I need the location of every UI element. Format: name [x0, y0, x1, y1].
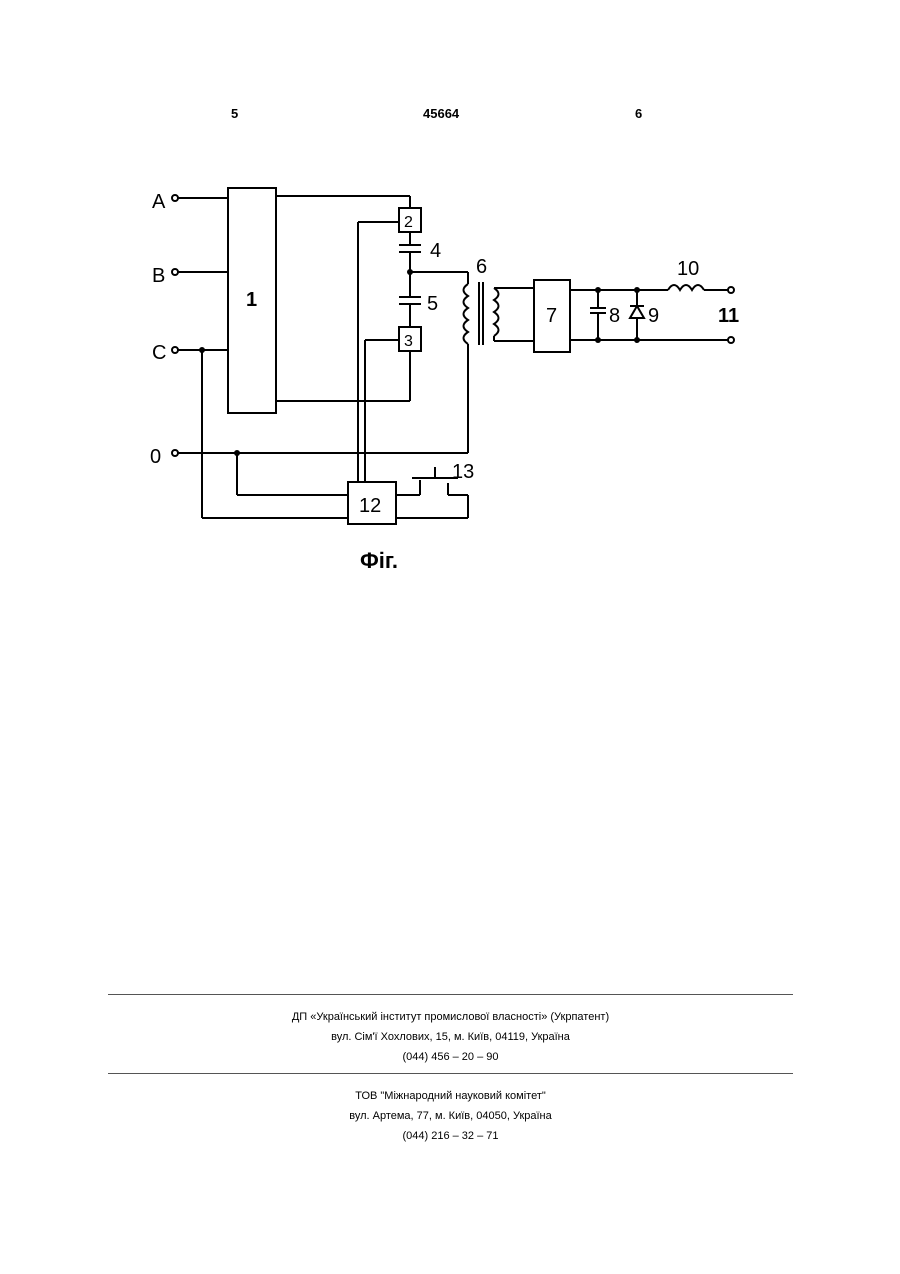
label-9: 9 [648, 305, 659, 327]
terminal-b-label: B [152, 265, 165, 287]
footer-org2: ТОВ "Міжнародний науковий комітет" вул. … [108, 1086, 793, 1146]
label-1: 1 [246, 289, 257, 311]
label-8: 8 [609, 305, 620, 327]
label-12: 12 [359, 495, 381, 517]
divider-top [108, 994, 793, 995]
divider-bottom [108, 1073, 793, 1074]
terminal-a-node [172, 195, 178, 201]
terminal-b-node [172, 269, 178, 275]
label-4: 4 [430, 240, 441, 262]
label-5: 5 [427, 293, 438, 315]
label-11: 11 [718, 305, 739, 327]
figure-caption: Фіг. [360, 548, 398, 574]
org1-name: ДП «Український інститут промислової вла… [108, 1007, 793, 1027]
org2-name: ТОВ "Міжнародний науковий комітет" [108, 1086, 793, 1106]
terminal-c-label: C [152, 342, 166, 364]
label-13: 13 [452, 461, 474, 483]
terminal-c-node [172, 347, 178, 353]
org2-phone: (044) 216 – 32 – 71 [108, 1126, 793, 1146]
circuit-diagram: A B C 0 1 2 3 4 5 6 7 8 9 10 11 12 13 [0, 0, 900, 600]
label-2: 2 [404, 214, 413, 231]
label-10: 10 [677, 258, 699, 280]
org1-phone: (044) 456 – 20 – 90 [108, 1047, 793, 1067]
label-7: 7 [546, 305, 557, 327]
footer-org1: ДП «Український інститут промислової вла… [108, 1007, 793, 1067]
terminal-zero-label: 0 [150, 446, 161, 468]
terminal-a-label: A [152, 191, 166, 213]
label-6: 6 [476, 256, 487, 278]
org1-address: вул. Сім'ї Хохлових, 15, м. Київ, 04119,… [108, 1027, 793, 1047]
terminal-zero-node [172, 450, 178, 456]
label-3: 3 [404, 333, 413, 350]
org2-address: вул. Артема, 77, м. Київ, 04050, Україна [108, 1106, 793, 1126]
